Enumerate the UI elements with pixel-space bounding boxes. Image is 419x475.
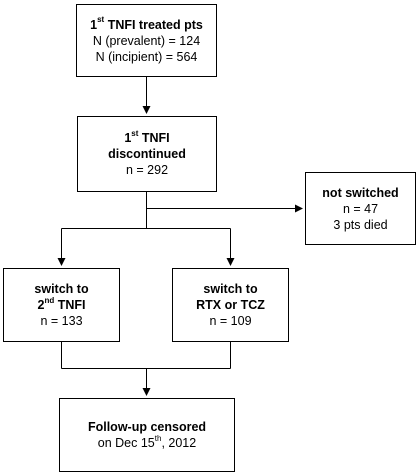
pts-died-count: 3 pts died xyxy=(333,217,388,232)
prevalent-count: N (prevalent) = 124 xyxy=(92,33,201,48)
box-switch-second-tnfi: switch to 2nd TNFI n = 133 xyxy=(3,268,120,342)
title-ordinal-suffix: st xyxy=(131,128,139,138)
followup-date-year: , 2012 xyxy=(161,436,197,450)
title-text: TNFI xyxy=(138,131,170,145)
followup-date-suffix: th xyxy=(154,433,162,443)
not-switched-count: n = 47 xyxy=(342,201,379,216)
discontinued-count: n = 292 xyxy=(125,163,169,177)
title-ordinal-number: 1 xyxy=(90,17,98,32)
title-text: TNFI treated pts xyxy=(104,17,203,32)
box-switch-rtx-title-line1: switch to xyxy=(203,282,258,296)
followup-date: on Dec 15th, 2012 xyxy=(97,433,197,451)
switch-tnfi-count: n = 133 xyxy=(40,314,83,328)
title-text: TNFI xyxy=(54,298,86,312)
title-ordinal-suffix: nd xyxy=(44,295,55,305)
box-switch-tnfi-title-line1: switch to xyxy=(34,282,89,296)
box-first-tnfi-discontinued: 1st TNFI discontinued n = 292 xyxy=(77,116,217,192)
box-followup-title: Follow-up censored xyxy=(87,420,207,434)
incipient-count: N (incipient) = 564 xyxy=(95,49,198,64)
box-first-tnfi-treated: 1st TNFI treated pts N (prevalent) = 124… xyxy=(76,4,217,77)
box-discontinued-title-line2: discontinued xyxy=(108,147,186,161)
box-not-switched: not switched n = 47 3 pts died xyxy=(305,172,416,245)
box-switch-rtx-tcz: switch to RTX or TCZ n = 109 xyxy=(172,268,289,342)
box-first-tnfi-treated-title: 1st TNFI treated pts xyxy=(90,15,203,33)
box-not-switched-title: not switched xyxy=(322,185,399,200)
box-discontinued-title: 1st TNFI xyxy=(124,128,170,146)
box-follow-up-censored: Follow-up censored on Dec 15th, 2012 xyxy=(59,398,235,472)
switch-rtx-count: n = 109 xyxy=(209,314,252,328)
followup-date-text: on Dec 15 xyxy=(97,436,155,450)
title-ordinal-number: 1 xyxy=(124,131,132,145)
box-switch-rtx-title-line2: RTX or TCZ xyxy=(196,298,265,312)
title-ordinal-suffix: st xyxy=(97,15,105,25)
title-ordinal-number: 2 xyxy=(37,298,45,312)
box-switch-tnfi-title-line2: 2nd TNFI xyxy=(37,295,86,313)
